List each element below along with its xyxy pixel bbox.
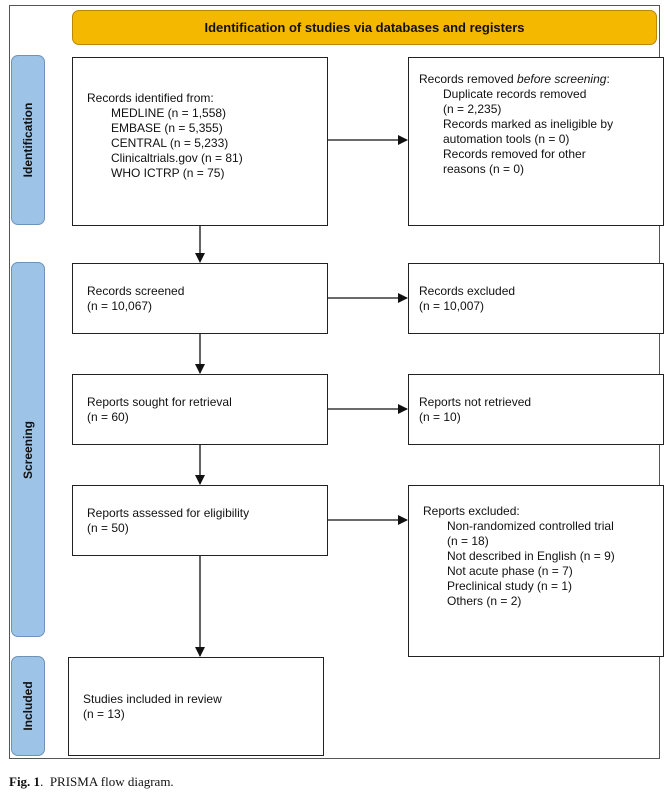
reports-not-retrieved-label: Reports not retrieved [419, 394, 532, 409]
reports-assessed-count: (n = 50) [87, 520, 129, 535]
records-identified-heading: Records identified from: [87, 91, 214, 105]
reports-sought-box: Reports sought for retrieval (n = 60) [72, 374, 328, 445]
records-screened-count: (n = 10,067) [87, 298, 153, 313]
studies-included-count: (n = 13) [83, 706, 125, 721]
excluded-reason: Non-randomized controlled trial (n = 18) [447, 519, 614, 548]
excluded-reason: Preclinical study (n = 1) [447, 579, 573, 593]
studies-included-label: Studies included in review [83, 691, 222, 706]
excluded-reason: Not described in English (n = 9) [447, 549, 615, 563]
records-excluded-count: (n = 10,007) [419, 298, 485, 313]
reports-not-retrieved-count: (n = 10) [419, 409, 461, 424]
source-item: MEDLINE (n = 1,558) [111, 106, 227, 120]
reports-excluded-heading: Reports excluded: [423, 504, 520, 518]
removed-item: Records removed for other reasons (n = 0… [443, 147, 586, 176]
source-item: CENTRAL (n = 5,233) [111, 136, 229, 150]
reports-assessed-box: Reports assessed for eligibility (n = 50… [72, 485, 328, 556]
records-removed-box: Records removed before screening: Duplic… [408, 57, 664, 226]
records-excluded-box: Records excluded (n = 10,007) [408, 263, 664, 334]
figure-caption-text: PRISMA flow diagram. [49, 774, 174, 789]
source-item: EMBASE (n = 5,355) [111, 121, 223, 135]
figure-caption-label: Fig. 1 [9, 774, 41, 789]
figure-caption: Fig. 1. PRISMA flow diagram. [9, 774, 174, 789]
phase-included: Included [11, 656, 45, 756]
records-screened-label: Records screened [87, 283, 185, 298]
removed-item: Records marked as ineligible by automati… [443, 117, 614, 146]
source-item: WHO ICTRP (n = 75) [111, 166, 225, 180]
header-banner: Identification of studies via databases … [72, 10, 657, 45]
records-removed-heading: Records removed before screening: [419, 72, 610, 86]
reports-sought-count: (n = 60) [87, 409, 129, 424]
records-identified-box: Records identified from: MEDLINE (n = 1,… [72, 57, 328, 226]
header-title: Identification of studies via databases … [204, 20, 525, 35]
reports-not-retrieved-box: Reports not retrieved (n = 10) [408, 374, 664, 445]
excluded-reason: Not acute phase (n = 7) [447, 564, 573, 578]
reports-excluded-box: Reports excluded: Non-randomized control… [408, 485, 664, 657]
reports-assessed-label: Reports assessed for eligibility [87, 505, 250, 520]
records-excluded-label: Records excluded [419, 283, 516, 298]
phase-screening: Screening [11, 262, 45, 637]
studies-included-box: Studies included in review (n = 13) [68, 657, 324, 756]
records-screened-box: Records screened (n = 10,067) [72, 263, 328, 334]
excluded-reason: Others (n = 2) [447, 594, 522, 608]
source-item: Clinicaltrials.gov (n = 81) [111, 151, 243, 165]
phase-identification: Identification [11, 55, 45, 225]
reports-sought-label: Reports sought for retrieval [87, 394, 232, 409]
removed-item: Duplicate records removed (n = 2,235) [443, 87, 587, 116]
